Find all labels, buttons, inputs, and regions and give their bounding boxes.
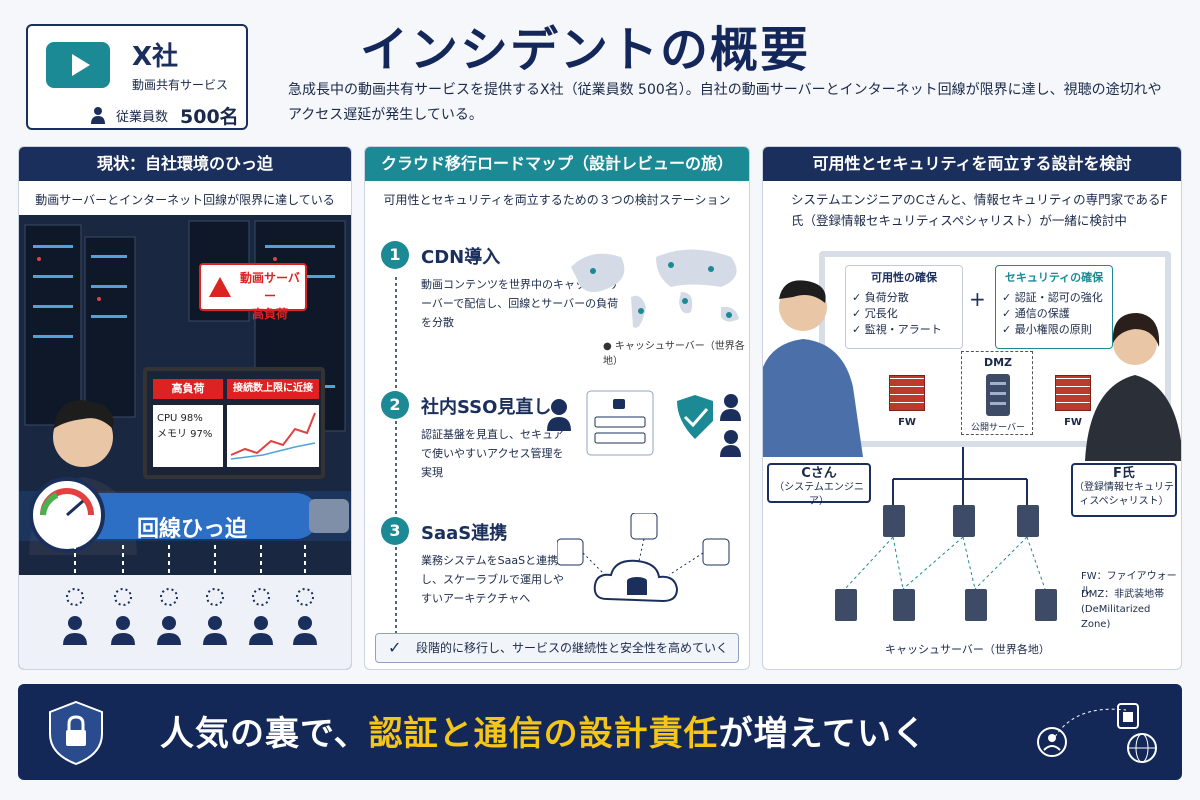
step-number: 1 — [381, 241, 409, 269]
monitor-stats: CPU 98% メモリ 97% — [153, 405, 223, 467]
panel-2-title: クラウド移行ロードマップ（設計レビューの旅） — [365, 147, 749, 181]
firewall-label: FW — [898, 417, 916, 428]
security-item: ✓ 認証・認可の強化 — [1002, 291, 1103, 304]
person-f-tag: F氏 （登録情報セキュリティスペシャリスト） — [1071, 463, 1177, 517]
public-server-label: 公開サーバー — [971, 423, 1025, 433]
load-graph-icon — [227, 405, 319, 467]
availability-box: 可用性の確保 ✓ 負荷分散 ✓ 冗長化 ✓ 監視・アラート — [845, 265, 963, 349]
banner-highlight: 認証と通信の設計責任 — [368, 714, 719, 754]
world-map-icon — [571, 249, 739, 328]
company-card: X社 動画共有サービス 従業員数 500名 — [26, 24, 248, 130]
plus-icon: + — [969, 287, 986, 311]
panel-1-title: 現状：自社環境のひっ迫 — [19, 147, 351, 181]
step-description: 認証基盤を見直し、セキュアで使いやすいアクセス管理を実現 — [421, 428, 564, 479]
step-title: CDN導入 — [421, 247, 501, 268]
person-c-role: （システムエンジニア） — [774, 482, 864, 507]
firewall-icon — [1055, 375, 1091, 411]
dmz-zone: DMZ 公開サーバー — [961, 351, 1033, 435]
person-f-name: F氏 — [1113, 466, 1135, 481]
panel-design-review: 可用性とセキュリティを両立する設計を検討 システムエンジニアのCさんと、情報セキ… — [762, 146, 1182, 670]
step-description: 動画コンテンツを世界中のキャッシュサーバーで配信し、回線とサーバーの負荷を分散 — [421, 278, 619, 329]
person-icon — [91, 107, 105, 124]
pipe-label: 回線ひっ迫 — [137, 517, 248, 542]
step-sso: 2 社内SSO見直し 認証基盤を見直し、セキュアで使いやすいアクセス管理を実現 — [381, 390, 741, 511]
bottom-banner: 人気の裏で、認証と通信の設計責任が増えていく — [18, 684, 1182, 780]
step-cdn: 1 CDN導入 動画コンテンツを世界中のキャッシュサーバーで配信し、回線とサーバ… — [381, 241, 741, 371]
saas-cloud-icon — [557, 513, 730, 603]
whiteboard: 可用性の確保 ✓ 負荷分散 ✓ 冗長化 ✓ 監視・アラート + セキュリティの確… — [819, 251, 1171, 447]
monitor-high-load-label: 高負荷 — [153, 379, 223, 399]
people-network-illustration — [763, 280, 1181, 621]
step-title: 社内SSO見直し — [421, 397, 552, 418]
banner-message: 人気の裏で、認証と通信の設計責任が増えていく — [160, 706, 927, 755]
legend-fw: FW：ファイアウォール — [1081, 571, 1177, 597]
legend-dmz: DMZ：非武装地帯 (DeMilitarized Zone) — [1081, 589, 1165, 630]
alert-sign: 動画サーバー 高負荷 — [199, 263, 307, 321]
warning-icon — [209, 277, 231, 297]
security-item: ✓ 通信の保護 — [1002, 307, 1070, 320]
step-number: 3 — [381, 517, 409, 545]
availability-item: ✓ 負荷分散 — [852, 291, 909, 304]
panel-2-subtitle: 可用性とセキュリティを両立するための３つの検討ステーション — [383, 193, 731, 207]
server-icon — [986, 374, 1010, 416]
alert-sign-text: 動画サーバー 高負荷 — [240, 271, 300, 321]
cpu-stat: CPU 98% — [157, 413, 203, 424]
step-saas: 3 SaaS連携 業務システムをSaaSと連携し、スケーラブルで運用しやすいアー… — [381, 513, 741, 627]
banner-text-1: 人気の裏で、 — [160, 714, 369, 754]
security-network-icon — [1037, 703, 1157, 763]
security-heading: セキュリティの確保 — [1004, 271, 1104, 284]
sso-flow-icon — [547, 390, 741, 457]
play-icon — [46, 42, 110, 88]
check-icon: ✓ — [388, 638, 402, 657]
company-name: X社 — [132, 42, 179, 72]
shield-lock-icon — [49, 700, 103, 766]
roadmap-connector — [395, 277, 397, 637]
step-description: 業務システムをSaaSと連携し、スケーラブルで運用しやすいアーキテクチャへ — [421, 554, 564, 605]
roadmap-footer-text: 段階的に移行し、サービスの継続性と安全性を高めていく — [416, 641, 729, 655]
security-box: セキュリティの確保 ✓ 認証・認可の強化 ✓ 通信の保護 ✓ 最小権限の原則 — [995, 265, 1113, 349]
step-number: 2 — [381, 391, 409, 419]
map-legend-text: キャッシュサーバー（世界各地） — [603, 341, 745, 367]
dmz-label: DMZ — [983, 356, 1013, 369]
cache-server-label: キャッシュサーバー（世界各地） — [885, 643, 1050, 656]
panel-roadmap: クラウド移行ロードマップ（設計レビューの旅） 可用性とセキュリティを両立するため… — [364, 146, 750, 670]
banner-text-3: が増えていく — [718, 714, 927, 754]
availability-item: ✓ 監視・アラート — [852, 323, 942, 336]
firewall-icon — [889, 375, 925, 411]
memory-stat: メモリ 97% — [157, 429, 213, 440]
security-item: ✓ 最小権限の原則 — [1002, 323, 1092, 336]
panel-3-title: 可用性とセキュリティを両立する設計を検討 — [763, 147, 1181, 181]
page-title: インシデントの概要 — [360, 22, 811, 78]
monitor: 高負荷 接続数上限に近接 CPU 98% メモリ 97% — [143, 367, 325, 479]
employee-count: 500名 — [180, 106, 239, 128]
map-legend: ● キャッシュサーバー（世界各地） — [603, 341, 745, 367]
panel-3-description: システムエンジニアのCさんと、情報セキュリティの専門家であるF氏（登録情報セキュ… — [791, 192, 1168, 228]
panel-current-state: 現状：自社環境のひっ迫 動画サーバーとインターネット回線が限界に達している — [18, 146, 352, 670]
availability-item: ✓ 冗長化 — [852, 307, 898, 320]
person-c-name: Cさん — [801, 466, 837, 481]
firewall-label: FW — [1064, 417, 1082, 428]
monitor-connection-label: 接続数上限に近接 — [227, 379, 319, 399]
roadmap-footer: ✓ 段階的に移行し、サービスの継続性と安全性を高めていく — [375, 633, 739, 663]
step-title: SaaS連携 — [421, 523, 508, 544]
availability-heading: 可用性の確保 — [871, 271, 937, 284]
employee-label: 従業員数 — [116, 110, 169, 125]
company-description: 動画共有サービス — [132, 78, 229, 92]
person-c-tag: Cさん （システムエンジニア） — [767, 463, 871, 507]
person-f-role: （登録情報セキュリティスペシャリスト） — [1074, 482, 1174, 507]
intro-text: 急成長中の動画共有サービスを提供するX社（従業員数 500名）。自社の動画サーバ… — [288, 82, 1162, 123]
panel-1-subtitle: 動画サーバーとインターネット回線が限界に達している — [35, 193, 335, 207]
